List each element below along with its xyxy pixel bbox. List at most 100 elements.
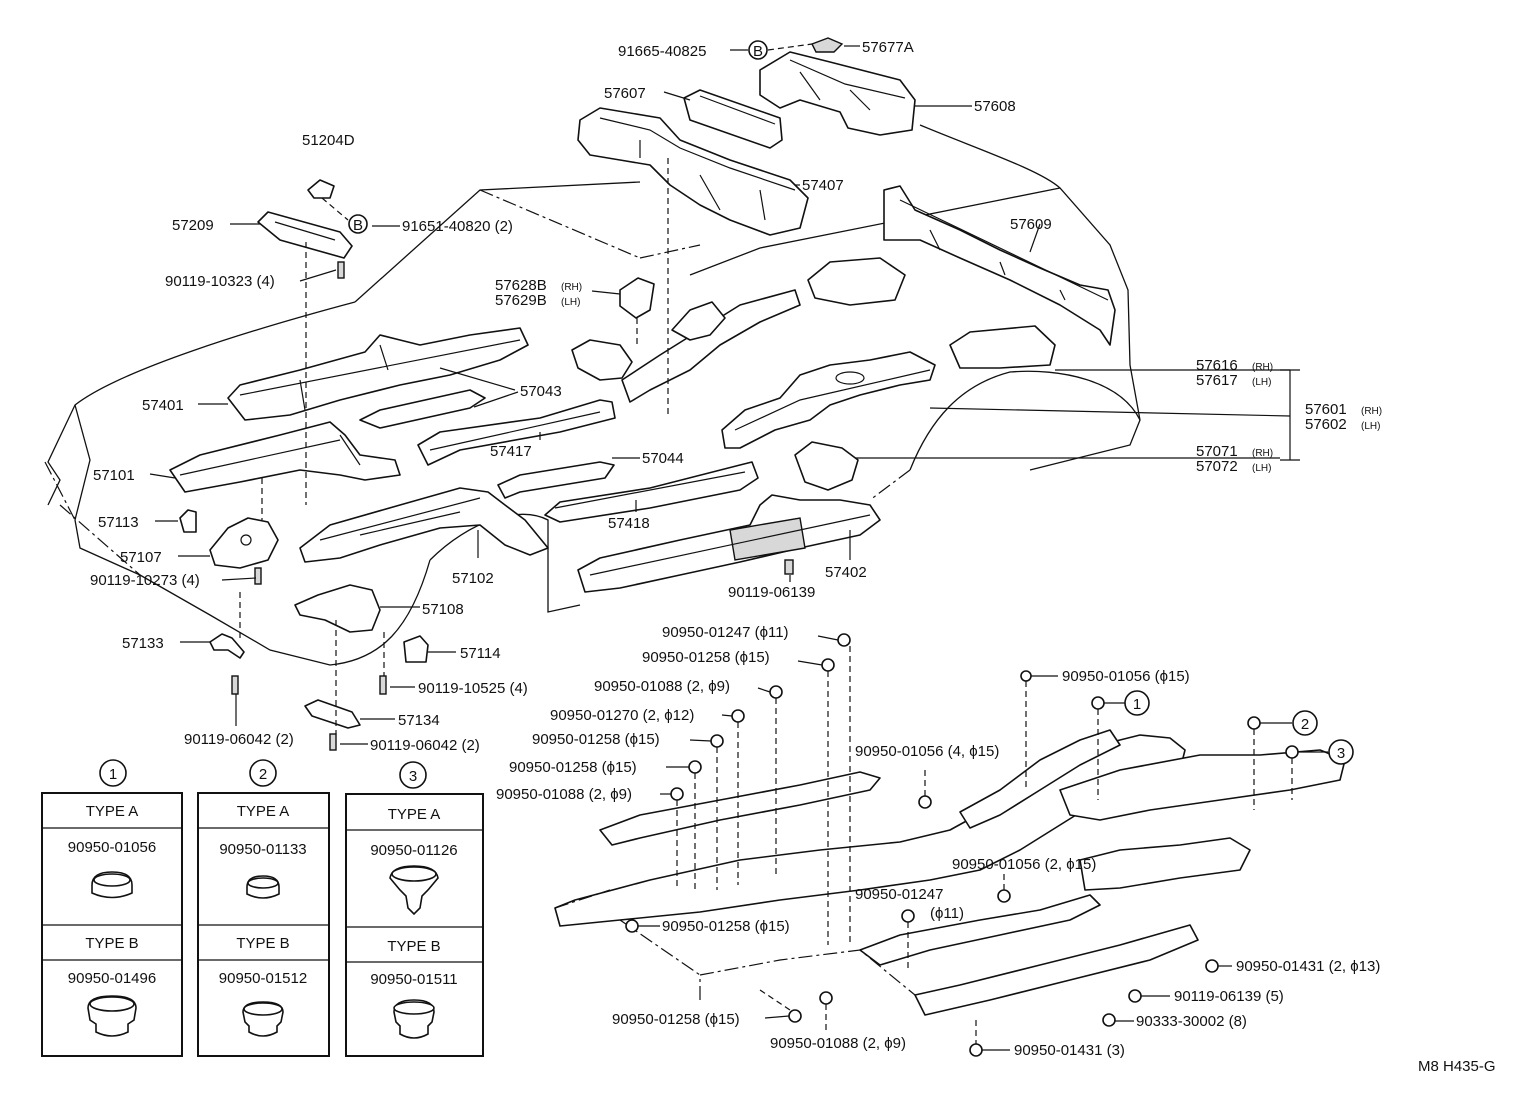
part-57134-shape <box>304 699 361 729</box>
callout-3-text: 3 <box>1337 745 1345 762</box>
label-57628B: 57628B <box>495 277 547 294</box>
label-57616-side: (RH) <box>1252 362 1273 373</box>
part-57113-shape <box>179 509 197 533</box>
label-90950-01270: 90950-01270 (2, ϕ12) <box>550 707 694 724</box>
label-91665-40825: 91665-40825 <box>618 43 706 60</box>
plug-type-a-icon <box>246 875 280 899</box>
part-57608-shape <box>759 51 916 136</box>
plug-box-1: 1 TYPE A 90950-01056 TYPE B 90950-01496 <box>41 759 183 1057</box>
label-51204D: 51204D <box>302 132 355 149</box>
small-bolts <box>231 261 794 751</box>
label-57677A: 57677A <box>862 39 914 56</box>
label-57101: 57101 <box>93 467 135 484</box>
callout-2-text: 2 <box>1301 716 1309 733</box>
label-57209: 57209 <box>172 217 214 234</box>
part-57401-shape <box>227 327 529 421</box>
callout-1-text: 1 <box>1133 696 1141 713</box>
label-90119-06042-b: 90119-06042 (2) <box>370 737 480 754</box>
label-57134: 57134 <box>398 712 440 729</box>
plug-box-3-part-a: 90950-01126 <box>370 842 457 859</box>
plug-box-1-number: 1 <box>109 766 117 783</box>
label-57617-side: (LH) <box>1252 377 1271 388</box>
callout-2: 2 <box>1292 710 1318 736</box>
lower-frame-shape <box>554 729 1346 1016</box>
part-57133-shape <box>209 633 245 659</box>
label-57072: 57072 <box>1196 458 1238 475</box>
label-57601-side: (RH) <box>1361 406 1382 417</box>
leader-lines <box>149 43 1328 1051</box>
part-57043-shape <box>359 389 486 429</box>
part-labels: 91665-40825 57677A 57607 57608 51204D 57… <box>90 39 1496 1075</box>
diagram-code: M8 H435-G <box>1418 1058 1496 1075</box>
plug-box-3-type-b: TYPE B <box>387 938 440 955</box>
label-57629B: 57629B <box>495 292 547 309</box>
part-front-rail-shape <box>571 257 906 403</box>
label-90950-01431-a: 90950-01431 (2, ϕ13) <box>1236 958 1380 975</box>
part-57114-shape <box>403 635 429 663</box>
plug-box-3-part-b: 90950-01511 <box>370 971 457 988</box>
label-57043: 57043 <box>520 383 562 400</box>
label-57133: 57133 <box>122 635 164 652</box>
label-90950-01088-c: 90950-01088 (2, ϕ9) <box>770 1035 906 1052</box>
label-57102: 57102 <box>452 570 494 587</box>
label-91651-40820: 91651-40820 (2) <box>402 218 513 235</box>
plug-type-b-icon <box>242 1001 284 1037</box>
callout-b-top: B <box>748 40 768 60</box>
part-57607-shape <box>683 89 783 149</box>
plug-box-3-type-a: TYPE A <box>388 806 441 823</box>
label-57616: 57616 <box>1196 357 1238 374</box>
label-90119-10323: 90119-10323 (4) <box>165 273 275 290</box>
label-57401: 57401 <box>142 397 184 414</box>
part-57418-shape <box>544 461 759 523</box>
label-57418: 57418 <box>608 515 650 532</box>
label-57114: 57114 <box>460 645 501 662</box>
label-90119-06042-a: 90119-06042 (2) <box>184 731 294 748</box>
label-57044: 57044 <box>642 450 684 467</box>
part-57209-shape <box>257 211 353 259</box>
plug-box-2: 2 TYPE A 90950-01133 TYPE B 90950-01512 <box>197 759 330 1057</box>
label-57402: 57402 <box>825 564 867 581</box>
part-57677A-shape <box>811 37 844 53</box>
label-57071: 57071 <box>1196 443 1238 460</box>
plug-box-3-number: 3 <box>409 768 417 785</box>
label-90119-10525: 90119-10525 (4) <box>418 680 528 697</box>
label-57608: 57608 <box>974 98 1016 115</box>
label-90950-01258-d: 90950-01258 (ϕ15) <box>662 918 790 935</box>
label-90119-06139-a: 90119-06139 <box>728 584 815 601</box>
part-57071-shape <box>794 441 859 491</box>
label-90950-01258-e: 90950-01258 (ϕ15) <box>612 1011 740 1028</box>
label-90950-01247-a: 90950-01247 (ϕ11) <box>662 624 789 641</box>
label-90950-01258-b: 90950-01258 (ϕ15) <box>532 731 660 748</box>
label-90950-01088-b: 90950-01088 (2, ϕ9) <box>496 786 632 803</box>
plug-box-2-number: 2 <box>259 766 267 783</box>
part-57628B-shape <box>619 277 655 319</box>
part-57108-shape <box>294 584 381 633</box>
label-57113: 57113 <box>98 514 139 531</box>
part-57402-shape <box>577 494 881 593</box>
plug-box-1-part-b: 90950-01496 <box>68 970 156 987</box>
label-90950-01258-c: 90950-01258 (ϕ15) <box>509 759 637 776</box>
frame-plugs <box>625 633 1299 1057</box>
label-90950-01056-b: 90950-01056 (4, ϕ15) <box>855 743 999 760</box>
label-90950-01056-c: 90950-01056 (2, ϕ15) <box>952 856 1096 873</box>
label-90119-06139-b: 90119-06139 (5) <box>1174 988 1284 1005</box>
label-57107: 57107 <box>120 549 162 566</box>
part-57044-shape <box>497 461 615 499</box>
callout-b-left-text: B <box>353 217 363 234</box>
callout-3: 3 <box>1328 739 1354 765</box>
part-57101-shape <box>169 421 401 493</box>
label-90119-10273: 90119-10273 (4) <box>90 572 200 589</box>
label-57601: 57601 <box>1305 401 1347 418</box>
label-57602-side: (LH) <box>1361 421 1380 432</box>
label-90950-01247-b: 90950-01247 <box>855 886 943 903</box>
label-57417: 57417 <box>490 443 532 460</box>
plug-type-b-icon <box>393 999 435 1039</box>
part-57407-shape <box>577 107 809 236</box>
part-57616-shape <box>949 325 1056 369</box>
label-90950-01431-b: 90950-01431 (3) <box>1014 1042 1125 1059</box>
label-57629B-side: (LH) <box>561 297 580 308</box>
plug-box-2-type-b: TYPE B <box>236 935 289 952</box>
plug-box-2-type-a: TYPE A <box>237 803 290 820</box>
plug-box-1-part-a: 90950-01056 <box>68 839 156 856</box>
